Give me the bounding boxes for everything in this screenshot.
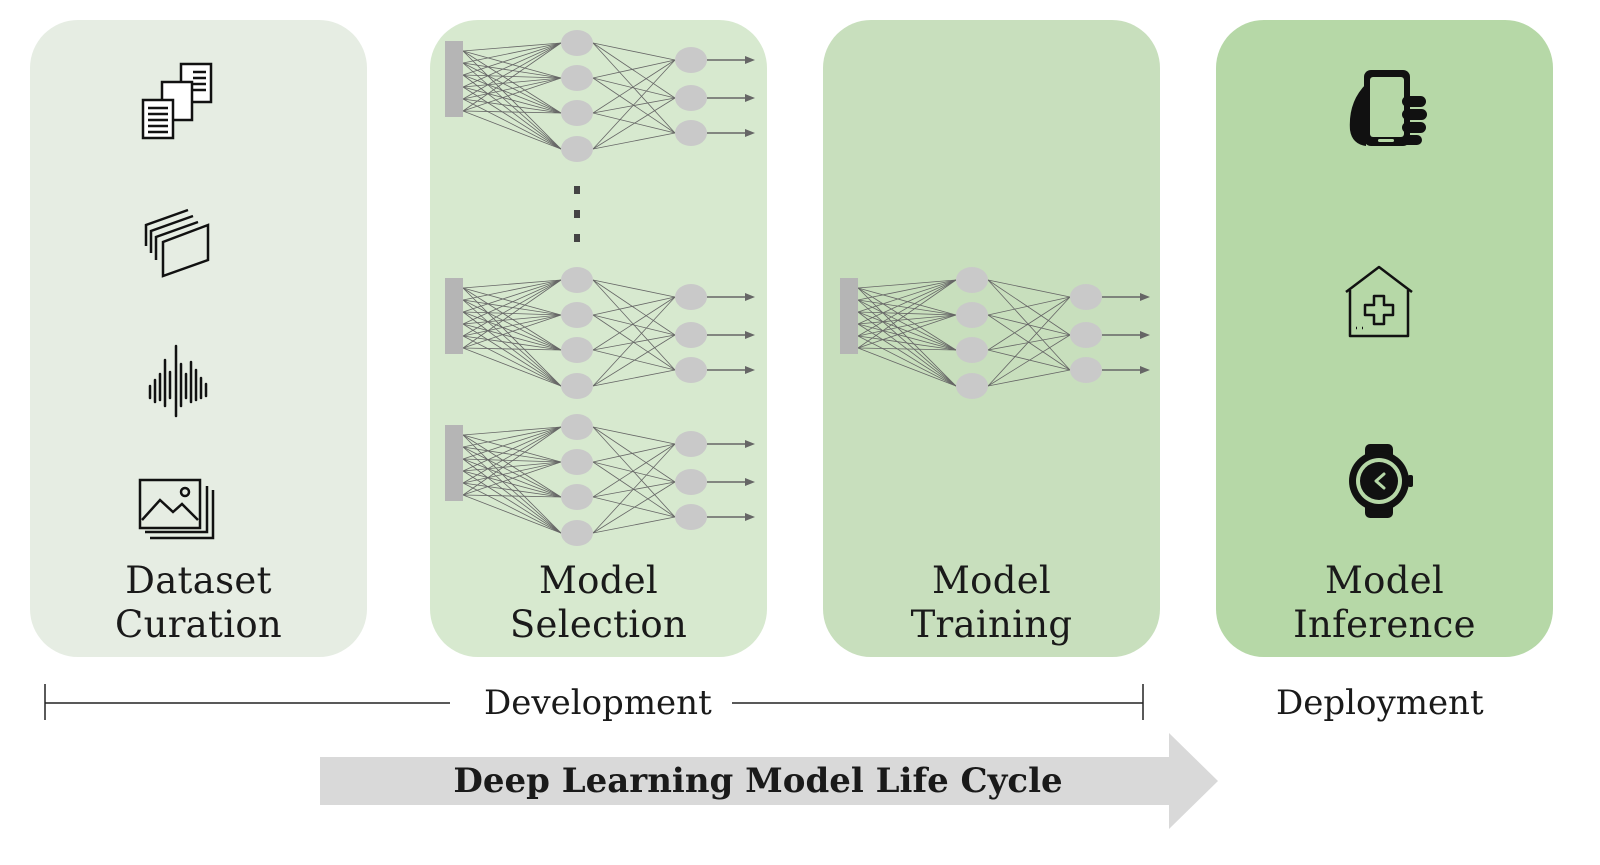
- stage-label: Dataset Curation: [30, 559, 367, 647]
- arrow-head: [1140, 293, 1150, 301]
- input-layer: [445, 425, 463, 501]
- output-node: [675, 431, 707, 457]
- output-node: [675, 322, 707, 348]
- hidden-node: [561, 337, 593, 363]
- arrow-head: [745, 293, 755, 301]
- output-node: [1070, 357, 1102, 383]
- stage-model-training: Model Training: [823, 20, 1160, 657]
- neural-network-icon: [445, 414, 755, 546]
- arrow-head: [1140, 331, 1150, 339]
- stage-dataset-curation: Dataset Curation: [30, 20, 367, 657]
- input-layer: [445, 41, 463, 117]
- ellipsis-dots-icon: [574, 186, 580, 242]
- stage-label-line2: Training: [910, 603, 1073, 646]
- input-layer: [840, 278, 858, 354]
- input-layer: [445, 278, 463, 354]
- stage-label-line1: Dataset: [125, 559, 272, 602]
- neural-network-icon: [840, 267, 1150, 399]
- stage-label-line1: Model: [1324, 559, 1445, 602]
- stage-label-line1: Model: [538, 559, 659, 602]
- inference-icons: [1345, 70, 1427, 518]
- hidden-node: [561, 414, 593, 440]
- stage-label-line2: Selection: [509, 603, 688, 646]
- curation-icons: [138, 62, 215, 540]
- stage-label: Model Training: [823, 559, 1160, 647]
- output-node: [675, 120, 707, 146]
- network-connections: [462, 42, 676, 150]
- arrow-head: [745, 129, 755, 137]
- hidden-node: [561, 30, 593, 56]
- hidden-node: [561, 136, 593, 162]
- arrow-head: [745, 478, 755, 486]
- hidden-node: [561, 65, 593, 91]
- candidate-networks: [445, 30, 755, 546]
- network-connections: [462, 426, 676, 534]
- training-network: [840, 267, 1150, 399]
- stage-model-selection: Model Selection: [430, 20, 767, 657]
- stage-label: Model Selection: [430, 559, 767, 647]
- stage-label-line2: Inference: [1293, 603, 1476, 646]
- arrow-head: [745, 56, 755, 64]
- audio-waveform-icon: [148, 344, 208, 418]
- arrow-head: [1140, 366, 1150, 374]
- documents-icon: [141, 62, 213, 140]
- output-node: [1070, 284, 1102, 310]
- output-node: [675, 47, 707, 73]
- hospital-icon: [1345, 265, 1413, 338]
- hidden-node: [956, 373, 988, 399]
- output-node: [675, 357, 707, 383]
- hidden-node: [561, 449, 593, 475]
- image-stack-icon: [144, 208, 210, 278]
- arrow-head: [745, 366, 755, 374]
- output-node: [1070, 322, 1102, 348]
- output-node: [675, 504, 707, 530]
- development-label-text: Development: [484, 683, 712, 723]
- hidden-node: [561, 520, 593, 546]
- neural-network-icon: [445, 30, 755, 162]
- smartphone-hand-icon: [1349, 70, 1427, 146]
- photo-gallery-icon: [138, 478, 215, 540]
- stage-model-inference: Model Inference: [1216, 20, 1553, 657]
- output-node: [675, 469, 707, 495]
- lifecycle-arrow-shape: [320, 733, 1218, 829]
- hidden-node: [956, 267, 988, 293]
- arrow-head: [745, 513, 755, 521]
- stage-label-line2: Curation: [114, 603, 283, 646]
- hidden-node: [561, 302, 593, 328]
- network-connections: [462, 279, 676, 387]
- stage-label-line1: Model: [931, 559, 1052, 602]
- arrow-head: [745, 440, 755, 448]
- lifecycle-arrow-label: Deep Learning Model Life Cycle: [453, 761, 1063, 801]
- neural-network-icon: [445, 267, 755, 399]
- hidden-node: [561, 484, 593, 510]
- smartwatch-icon: [1349, 444, 1413, 518]
- arrow-head: [745, 94, 755, 102]
- stage-label: Model Inference: [1216, 559, 1553, 647]
- deployment-phase-label: Deployment: [1276, 683, 1484, 723]
- network-connections: [857, 279, 1071, 387]
- hidden-node: [561, 373, 593, 399]
- hidden-node: [561, 267, 593, 293]
- hidden-node: [956, 302, 988, 328]
- output-node: [675, 284, 707, 310]
- hidden-node: [956, 337, 988, 363]
- arrow-head: [745, 331, 755, 339]
- development-bracket: [44, 684, 1144, 720]
- output-node: [675, 85, 707, 111]
- hidden-node: [561, 100, 593, 126]
